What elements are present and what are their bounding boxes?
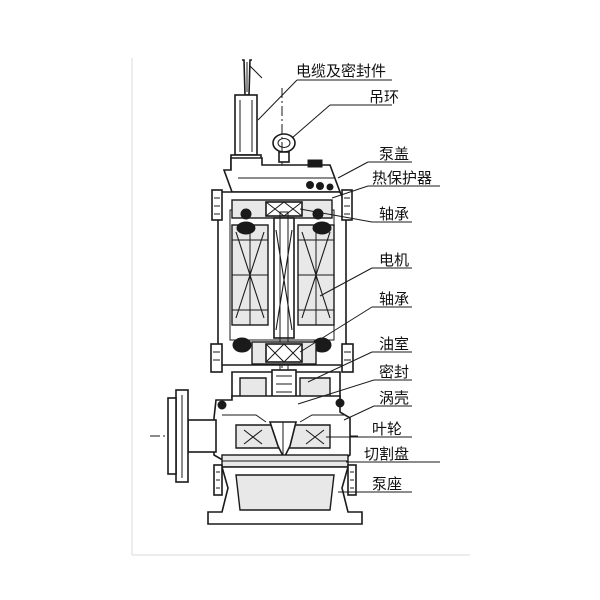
label-cutter-disc: 切割盘 [364,445,410,463]
impeller-body [235,421,331,460]
lifting-ring [272,133,296,163]
label-impeller: 叶轮 [372,420,403,438]
top-cover [222,157,342,193]
label-pump-cover: 泵盖 [379,145,410,163]
label-lifting-ring: 吊环 [369,88,400,106]
label-bearing-upper: 轴承 [379,205,410,223]
label-seal: 密封 [379,363,410,381]
label-thermal-protector: 热保护器 [372,169,433,187]
leader-lines [257,79,440,493]
label-pump-base: 泵座 [372,475,403,493]
lower-bearing-block [251,341,317,365]
stator [231,221,335,353]
pump-base-body [207,464,363,525]
label-oil-chamber: 油室 [379,335,410,353]
label-bearing-lower: 轴承 [379,290,410,308]
label-motor: 电机 [379,251,410,269]
outlet-pipe [167,389,217,483]
rotor-shaft [273,211,295,428]
cutter-disc-body [221,454,349,468]
label-volute: 涡壳 [379,389,410,407]
label-cable-seal: 电缆及密封件 [296,62,387,80]
upper-bearing-block [231,199,333,220]
